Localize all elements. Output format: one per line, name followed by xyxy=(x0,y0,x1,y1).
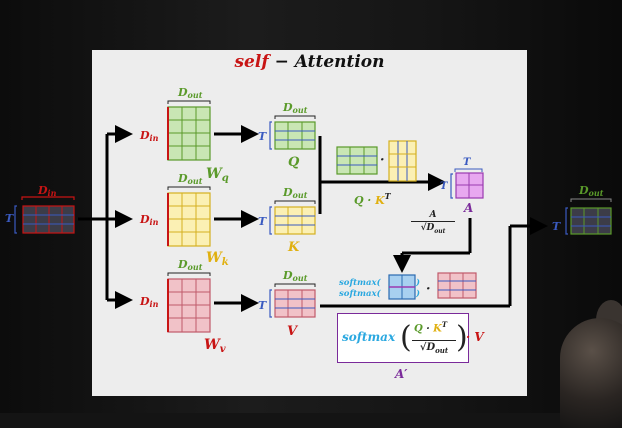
a-top-t-label: T xyxy=(463,157,472,168)
softmax-close1: ) xyxy=(415,277,420,288)
qk-merge-arrows xyxy=(318,136,446,214)
scale-numerator: A xyxy=(411,210,455,222)
v-matrix: Dout T V xyxy=(258,269,316,339)
k-matrix: Dout T K xyxy=(258,186,316,255)
formula-open-paren: ( xyxy=(400,320,412,355)
formula-box xyxy=(337,313,469,363)
wq-label: Wq xyxy=(206,166,229,184)
a-label: A xyxy=(463,201,473,215)
softmax-row1: softmax( xyxy=(339,277,382,288)
input-branch-arrows xyxy=(78,125,133,309)
a-prime-label: A′ xyxy=(395,367,408,381)
v-t-label: T xyxy=(258,299,267,312)
wq-matrix: Dout Din Wq xyxy=(139,86,229,184)
formula-close-paren: ) xyxy=(456,320,468,355)
formula-times-v: · V xyxy=(466,330,484,344)
wq-din-label: Din xyxy=(139,129,159,143)
input-din-label: Din xyxy=(37,184,57,198)
projection-arrows xyxy=(214,125,259,312)
wq-dout-label: Dout xyxy=(177,86,203,100)
title-self: self xyxy=(234,52,269,72)
scale-denominator: √Dout xyxy=(420,223,446,235)
wv-dout-label: Dout xyxy=(177,258,203,272)
softmax-close2: ) xyxy=(415,288,420,299)
wk-dout-label: Dout xyxy=(177,172,203,186)
qkt-dot: · xyxy=(380,153,385,168)
q-label: Q xyxy=(288,155,300,170)
output-matrix: Dout T xyxy=(552,184,612,235)
q-t-label: T xyxy=(258,130,267,143)
softmax-row2: softmax( xyxy=(339,288,382,299)
softmax-illustration: softmax( softmax( ) ) · xyxy=(339,272,477,300)
output-dout-label: Dout xyxy=(578,184,604,198)
q-matrix: Dout T Q xyxy=(258,101,316,170)
wv-din-label: Din xyxy=(139,295,159,309)
presenter xyxy=(560,318,622,428)
wk-label: Wk xyxy=(206,250,229,268)
input-t-label: T xyxy=(5,212,14,225)
q-dout-label: Dout xyxy=(282,101,308,115)
softmax-dot: · xyxy=(426,282,431,297)
v-label: V xyxy=(287,324,299,339)
output-arrow xyxy=(320,217,548,308)
k-label: K xyxy=(287,240,300,255)
qkt-label: Q · KT xyxy=(354,191,392,207)
wk-matrix: Dout Din Wk xyxy=(139,172,229,268)
formula-denominator: √Dout xyxy=(412,340,456,355)
diagram-canvas: Din T Dout Din xyxy=(5,86,612,355)
scale-fraction: A √Dout xyxy=(411,210,455,235)
wv-matrix: Dout Din Wv xyxy=(139,258,226,355)
wv-label: Wv xyxy=(204,337,226,355)
formula-softmax: softmax xyxy=(342,330,396,344)
slide-title: self − Attention xyxy=(92,52,527,72)
input-matrix: Din T xyxy=(5,184,75,234)
k-t-label: T xyxy=(258,215,267,228)
qkt-illustration: · Q · KT xyxy=(336,140,417,207)
output-t-label: T xyxy=(552,220,561,233)
k-dout-label: Dout xyxy=(282,186,308,200)
formula-numerator: Q · KT xyxy=(414,320,448,335)
attention-formula: softmax ( Q · KT √Dout ) · V xyxy=(342,318,502,360)
a-to-softmax-arrow xyxy=(393,218,472,273)
wk-din-label: Din xyxy=(139,213,159,227)
v-dout-label: Dout xyxy=(282,269,308,283)
title-attention: − Attention xyxy=(274,52,385,72)
a-t-label: T xyxy=(440,181,449,192)
a-matrix: T T A xyxy=(440,157,484,215)
